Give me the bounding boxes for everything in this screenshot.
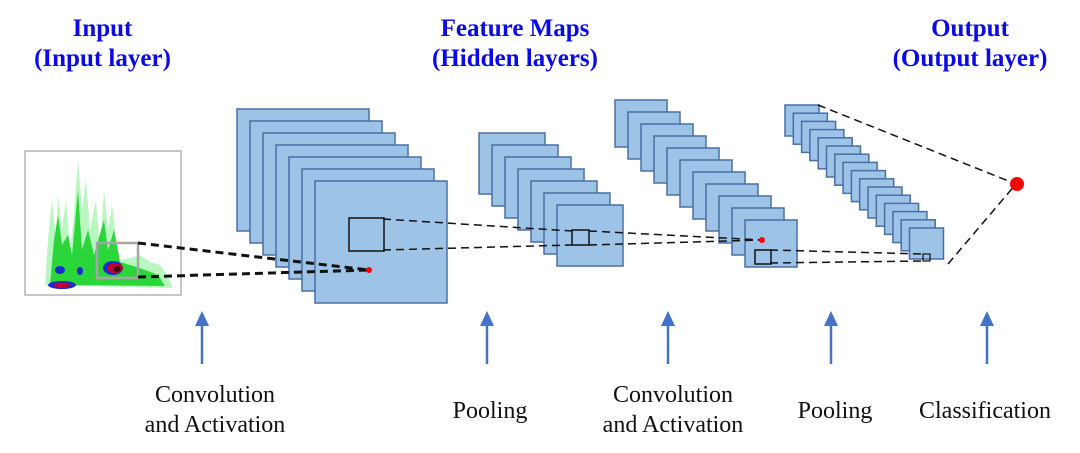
input-title-line1: Input [72,15,133,42]
arrow-up-icon [195,311,209,364]
stage-label-line2: and Activation [602,412,744,438]
connection-line [588,239,763,246]
arrow-up-icon [980,311,994,364]
connection-line [947,183,1017,265]
stage-label-line1: Pooling [452,398,528,424]
input-title: Input (Input layer) [20,14,185,74]
output-title-line2: (Output layer) [892,45,1048,72]
stage-label-convolution-1: Convolution and Activation [135,380,295,440]
stack-pooling-1 [478,132,624,267]
arrow-up-icon [480,311,494,364]
feature-maps-title-line1: Feature Maps [440,15,590,42]
connection-lines [137,104,1017,279]
stack-convolution-2 [614,99,798,268]
arrow-up-icon [661,311,675,364]
conv2-window [754,249,772,265]
stage-label-line1: Pooling [797,398,873,424]
arrow-up-icon [824,311,838,364]
output-title-line1: Output [931,15,1009,42]
input-spectrogram [24,150,182,296]
neuron-dot [759,237,765,243]
stack-pooling-2 [784,104,945,260]
stage-label-line1: Classification [919,398,1051,424]
connection-line [382,244,573,251]
stage-arrows [195,311,994,364]
feature-map [556,204,624,267]
input-receptive-window [95,241,140,280]
pool2-window [922,253,931,262]
connection-line [588,230,763,241]
feature-maps-title: Feature Maps (Hidden layers) [415,14,615,74]
stage-label-line1: Convolution [612,382,733,408]
feature-map [314,180,448,304]
input-title-line2: (Input layer) [34,45,171,72]
conv1-window [348,217,385,252]
output-title: Output (Output layer) [875,14,1065,74]
stage-label-pooling-2: Pooling [775,396,895,426]
stage-label-classification: Classification [905,396,1065,426]
neuron-dot [366,267,372,273]
connection-line [817,104,1017,185]
stage-label-pooling-1: Pooling [430,396,550,426]
connection-line [382,218,573,232]
feature-maps-title-line2: (Hidden layers) [432,45,598,72]
stage-label-line2: and Activation [144,412,286,438]
spectrogram-blobs [45,160,172,289]
feature-map-stacks [236,99,945,304]
stage-label-line1: Convolution [154,382,275,408]
output-neuron-icon [1010,177,1024,191]
pool1-window [571,229,590,246]
stage-label-convolution-2: Convolution and Activation [588,380,758,440]
